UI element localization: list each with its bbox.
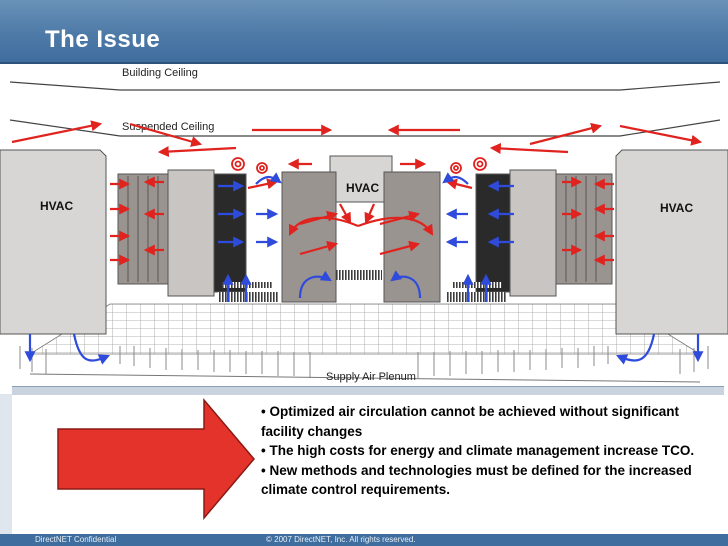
perforated-floor-tiles xyxy=(218,270,506,302)
plenum-label: Supply Air Plenum xyxy=(326,371,416,383)
suspended-ceiling-label: Suspended Ceiling xyxy=(122,121,214,133)
issue-bullet-list: • Optimized air circulation cannot be ac… xyxy=(261,402,723,500)
hot-air-swirls xyxy=(231,157,487,174)
supply-air-plenum xyxy=(19,346,709,383)
rack-row-right-inner xyxy=(475,169,557,297)
rack-row-center-right xyxy=(383,171,441,303)
hvac-unit-center: HVAC xyxy=(329,155,393,203)
data-center-airflow-diagram: Building Ceiling Suspended Ceiling Suppl… xyxy=(0,67,728,383)
rack-row-left-outer xyxy=(117,173,169,285)
footer-bar: DirectNET Confidential © 2007 DirectNET,… xyxy=(0,534,728,546)
bullet-item: • Optimized air circulation cannot be ac… xyxy=(261,404,680,439)
section-divider xyxy=(12,386,724,395)
hvac-unit-right: HVAC xyxy=(615,149,728,335)
building-ceiling-label: Building Ceiling xyxy=(122,67,198,79)
left-accent-band xyxy=(0,394,12,534)
suspended-ceiling: Suspended Ceiling xyxy=(9,119,721,137)
bullet-text-2: The high costs for energy and climate ma… xyxy=(269,443,695,459)
footer-confidential: DirectNET Confidential xyxy=(35,535,117,544)
bullet-item: • The high costs for energy and climate … xyxy=(261,443,695,459)
hot-air-flow-arrows xyxy=(11,120,703,266)
rack-row-right-outer xyxy=(555,173,613,285)
svg-text:HVAC: HVAC xyxy=(660,201,693,215)
title-underline xyxy=(0,62,728,64)
title-bar: The Issue xyxy=(0,0,728,62)
hvac-unit-left: HVAC xyxy=(0,149,107,335)
raised-floor xyxy=(28,303,702,355)
bullet-text-1: Optimized air circulation cannot be achi… xyxy=(261,404,680,439)
svg-text:HVAC: HVAC xyxy=(346,181,379,195)
footer-copyright: © 2007 DirectNET, Inc. All rights reserv… xyxy=(266,535,416,544)
rack-row-left-inner xyxy=(167,169,247,297)
building-ceiling: Building Ceiling xyxy=(9,67,721,91)
bullet-text-3: New methods and technologies must be def… xyxy=(261,462,692,498)
red-arrow-graphic xyxy=(57,398,255,520)
slide-title: The Issue xyxy=(45,26,161,53)
cold-air-flow-arrows xyxy=(24,172,704,365)
svg-text:HVAC: HVAC xyxy=(40,199,73,213)
bullet-item: • New methods and technologies must be d… xyxy=(261,462,692,498)
rack-row-center-left xyxy=(281,171,337,303)
